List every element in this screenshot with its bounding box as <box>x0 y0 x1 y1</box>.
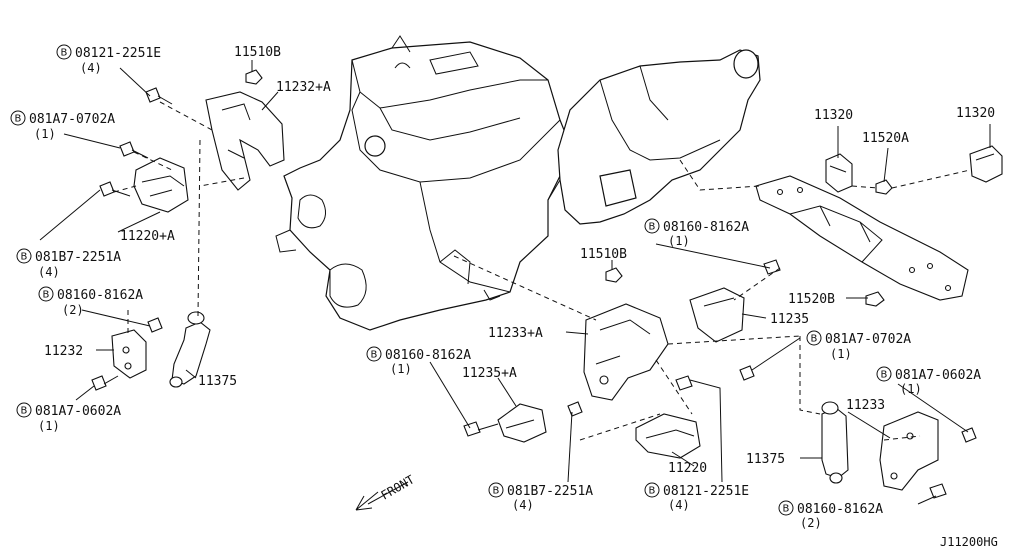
svg-text:B: B <box>21 406 28 417</box>
label-part-11220a: 11220+A <box>120 229 175 244</box>
label-part-11220: 11220 <box>668 461 707 476</box>
label-qty-mid: (1) <box>668 234 690 248</box>
leader-lines <box>39 60 991 505</box>
front-label: FRONT <box>379 472 417 502</box>
bolt-top-left <box>145 87 161 103</box>
bracket-11235 <box>689 287 745 343</box>
bracket-11233 <box>879 411 939 491</box>
b-circle-icon-left-1: B <box>10 110 26 126</box>
label-bolt-08160-8162a-mid: 08160-8162A <box>663 220 749 235</box>
b-circle-icon-center: B <box>366 346 382 362</box>
label-part-11520a: 11520A <box>862 131 909 146</box>
label-part-11235: 11235 <box>770 312 809 327</box>
label-part-11510b-mid: 11510B <box>580 247 627 262</box>
bolt-right-bottom <box>929 483 947 499</box>
svg-text:B: B <box>371 350 378 361</box>
label-qty-bottom: (4) <box>512 498 534 512</box>
label-qty-left-4: (1) <box>38 419 60 433</box>
bolt-11232-lower <box>91 375 107 391</box>
front-arrow-icon <box>355 481 409 511</box>
bolt-mid-right <box>739 365 755 381</box>
svg-text:B: B <box>811 334 818 345</box>
bracket-11232a <box>205 91 285 191</box>
label-bolt-081a7-0602a-right: 081A7-0602A <box>895 368 981 383</box>
b-circle-icon-bottom-3: B <box>778 500 794 516</box>
label-qty-bottom-3: (2) <box>800 516 822 530</box>
label-bolt-081a7-0702a-left: 081A7-0702A <box>29 112 115 127</box>
engine-block-drawing <box>275 35 573 331</box>
label-qty-right-2: (1) <box>900 382 922 396</box>
label-bolt-081b7-2251a-left: 081B7-2251A <box>35 250 121 265</box>
rear-insulator-left <box>825 153 853 193</box>
svg-text:B: B <box>649 486 656 497</box>
b-circle-icon-left-4: B <box>16 402 32 418</box>
label-part-11233: 11233 <box>846 398 885 413</box>
svg-text:B: B <box>21 252 28 263</box>
svg-text:B: B <box>881 370 888 381</box>
label-part-11232a: 11232+A <box>276 80 331 95</box>
label-bolt-08160-8162a-bottom: 08160-8162A <box>797 502 883 517</box>
label-bolt-081a7-0602a-left: 081A7-0602A <box>35 404 121 419</box>
label-bolt-081b7-2251a-bottom: 081B7-2251A <box>507 484 593 499</box>
bracket-11233a <box>583 303 669 401</box>
insulator-11220a <box>133 157 189 213</box>
label-part-11233a: 11233+A <box>488 326 543 341</box>
label-part-11320-a: 11320 <box>814 108 853 123</box>
nut-11520b <box>865 291 885 307</box>
label-qty-top: (4) <box>80 61 102 75</box>
damper-11375-left <box>171 321 211 385</box>
damper-11375-right <box>821 407 849 479</box>
rear-crossmember-drawing <box>755 175 969 301</box>
svg-text:B: B <box>493 486 500 497</box>
diagram-reference-code: J11200HG <box>940 535 998 549</box>
svg-text:B: B <box>15 114 22 125</box>
b-circle-icon-right-2: B <box>876 366 892 382</box>
b-circle-icon-left-2: B <box>16 248 32 264</box>
label-qty-left: (1) <box>34 127 56 141</box>
label-part-11320-b: 11320 <box>956 106 995 121</box>
b-circle-icon-mid: B <box>644 218 660 234</box>
bolt-left-lower <box>99 181 115 197</box>
svg-text:B: B <box>61 48 68 59</box>
label-part-11375-right: 11375 <box>746 452 785 467</box>
nut-11510b-mid <box>605 267 623 283</box>
label-qty-left-2: (4) <box>38 265 60 279</box>
rear-insulator-right <box>969 145 1003 183</box>
label-part-11232: 11232 <box>44 344 83 359</box>
dashed-assembly-lines <box>113 101 971 441</box>
bolt-center-lower <box>675 375 693 391</box>
nut-11520a <box>875 179 893 195</box>
label-qty-left-3: (2) <box>62 303 84 317</box>
label-qty-bottom-2: (4) <box>668 498 690 512</box>
b-circle-icon-bottom-1: B <box>488 482 504 498</box>
svg-text:B: B <box>649 222 656 233</box>
transmission-drawing <box>547 49 761 225</box>
label-bolt-08160-8162a-left: 08160-8162A <box>57 288 143 303</box>
bolt-center-left <box>463 421 481 437</box>
svg-text:B: B <box>43 290 50 301</box>
insulator-11220 <box>635 413 701 459</box>
bolt-11232-upper <box>147 317 163 333</box>
label-bolt-08121-2251e-bottom: 08121-2251E <box>663 484 749 499</box>
label-part-11375-left: 11375 <box>198 374 237 389</box>
b-circle-icon-top-left: B <box>56 44 72 60</box>
nut-11510b-top <box>245 69 263 85</box>
bolt-right-far <box>961 427 977 443</box>
label-bolt-08160-8162a-center: 08160-8162A <box>385 348 471 363</box>
label-bolt-081a7-0702a-right: 081A7-0702A <box>825 332 911 347</box>
label-part-11520b: 11520B <box>788 292 835 307</box>
label-bolt-08121-2251e-top: 08121-2251E <box>75 46 161 61</box>
bolt-left-upper <box>119 141 135 157</box>
bracket-11232 <box>111 329 147 379</box>
b-circle-icon-right-1: B <box>806 330 822 346</box>
label-part-11235a: 11235+A <box>462 366 517 381</box>
bolt-11233a-bottom <box>567 401 583 417</box>
b-circle-icon-bottom-2: B <box>644 482 660 498</box>
b-circle-icon-left-3: B <box>38 286 54 302</box>
label-part-11510b-top: 11510B <box>234 45 281 60</box>
label-qty-center: (1) <box>390 362 412 376</box>
label-qty-right: (1) <box>830 347 852 361</box>
svg-text:B: B <box>783 504 790 515</box>
